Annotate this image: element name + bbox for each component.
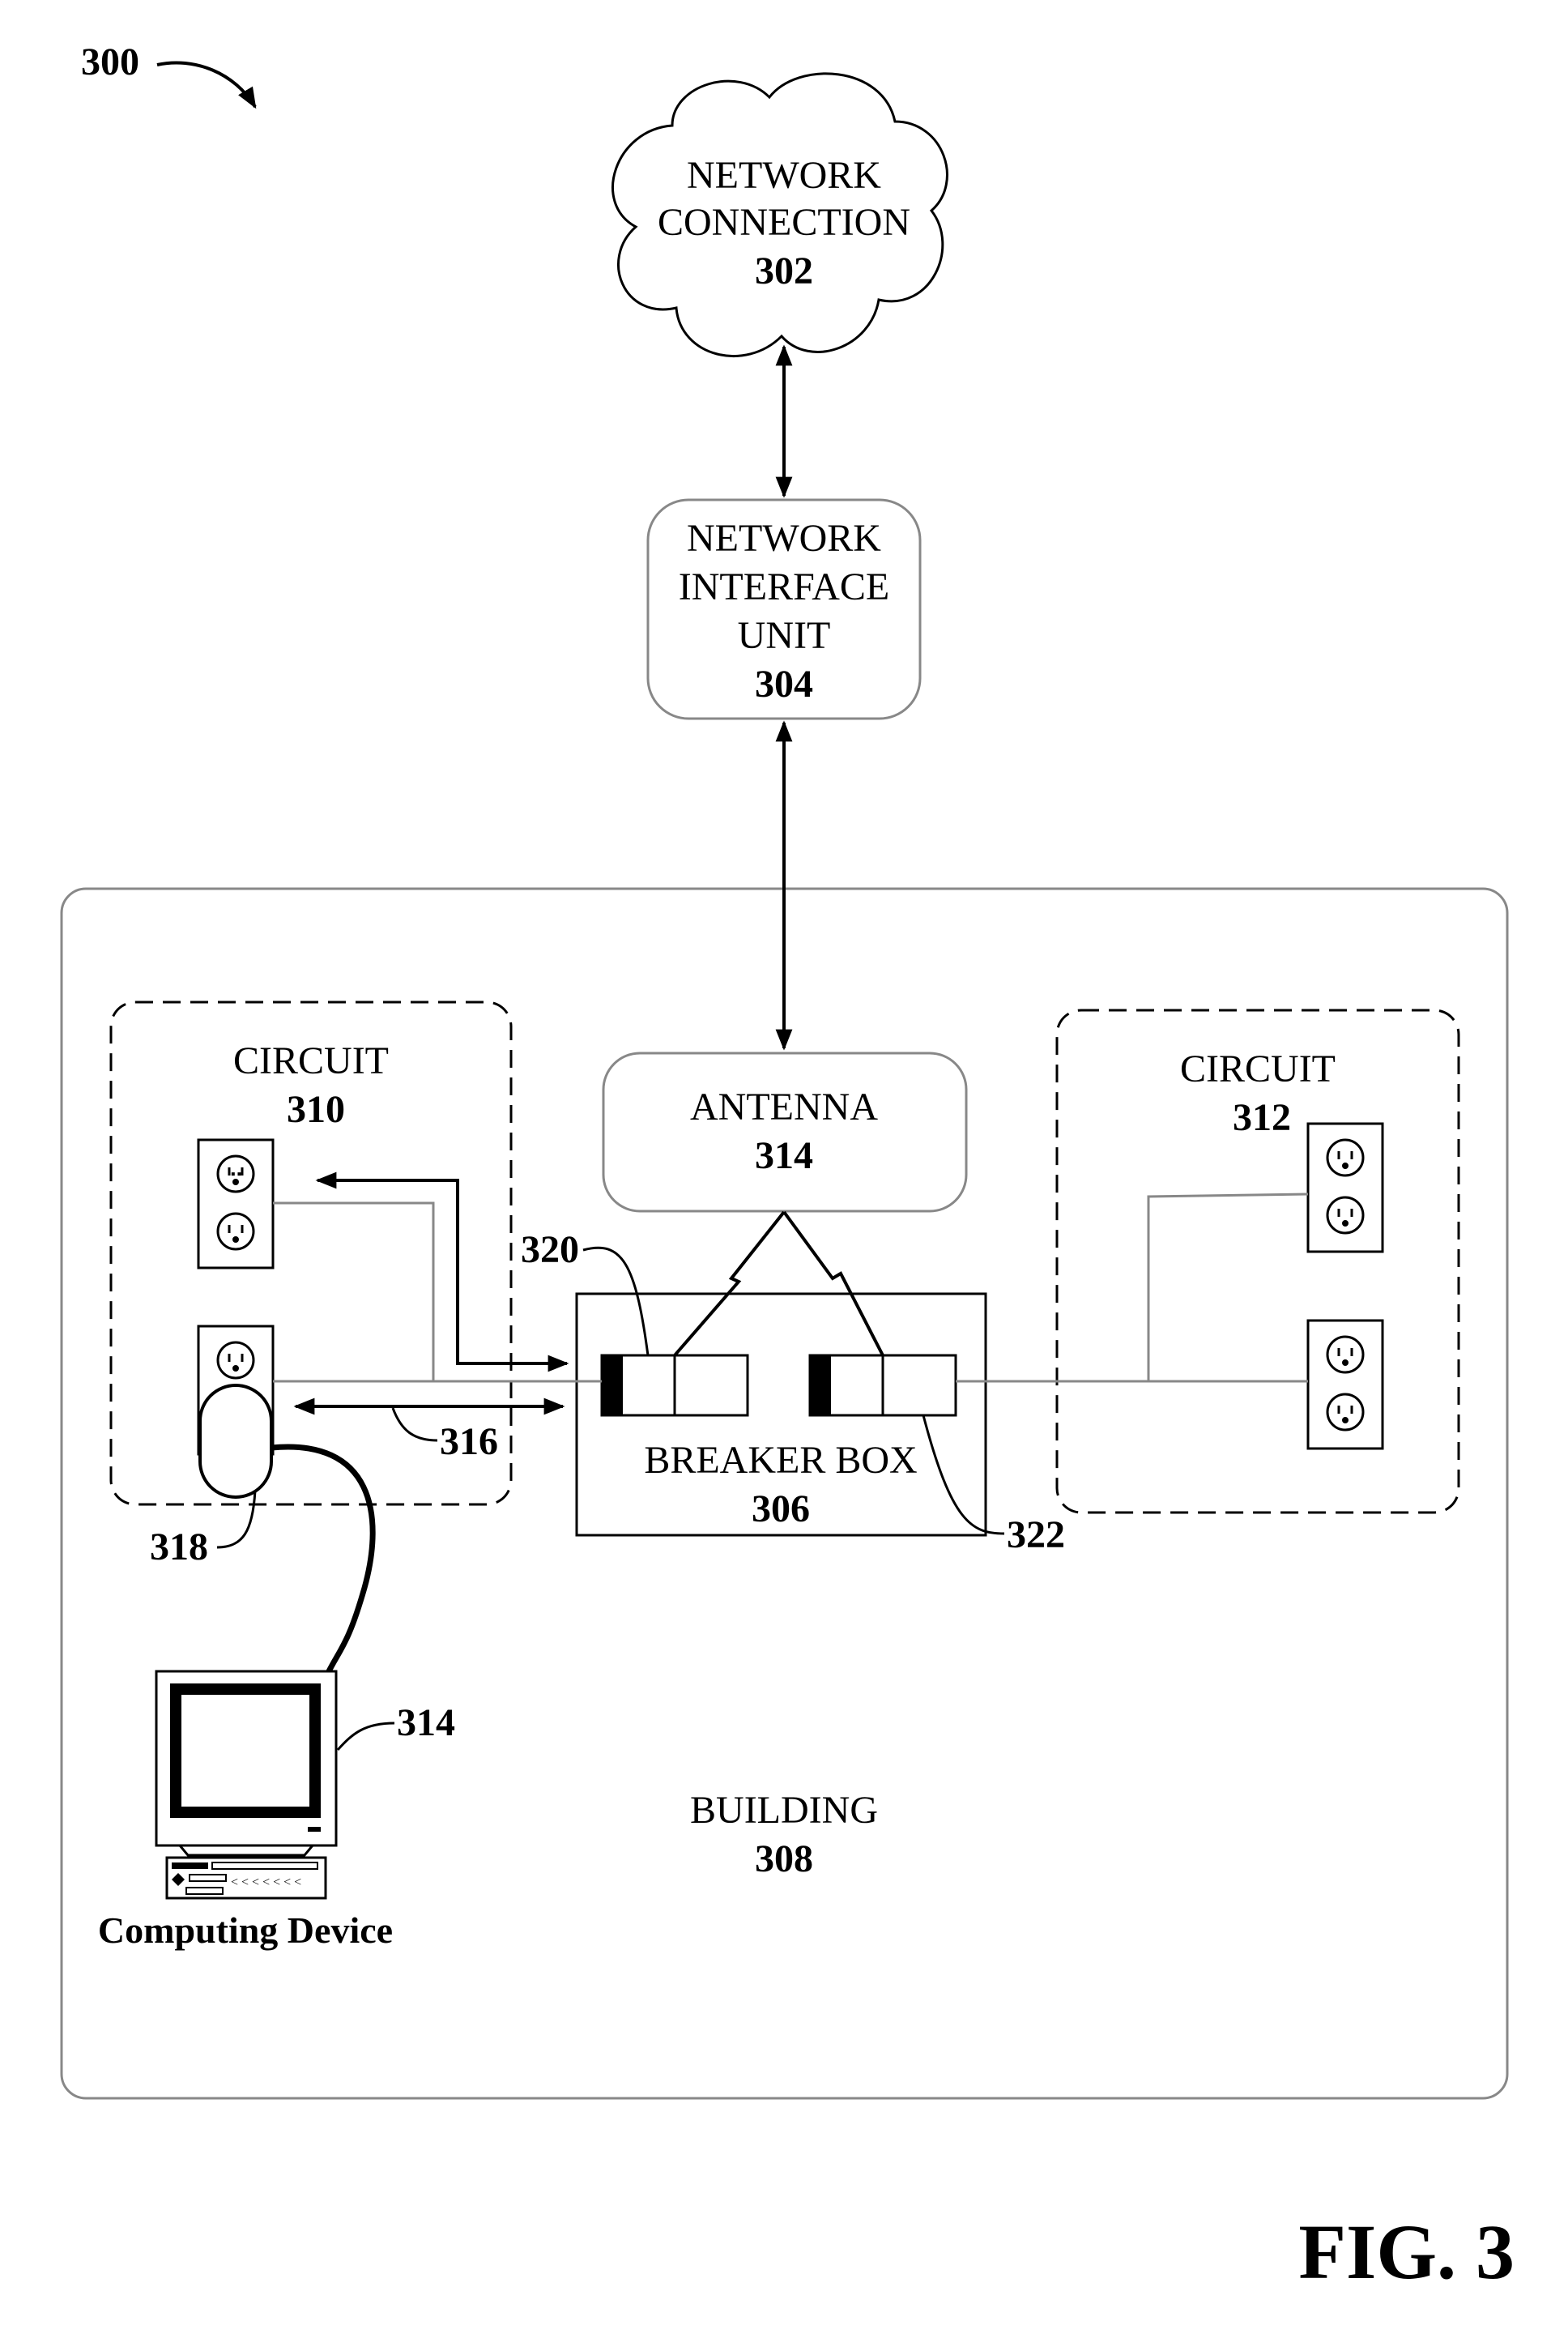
callout-316-leader <box>393 1408 437 1440</box>
device-cable <box>271 1447 373 1673</box>
breaker-320 <box>602 1355 748 1415</box>
breaker-322 <box>810 1355 956 1415</box>
network-connection-label-1: NETWORK <box>687 154 881 197</box>
outlet-right-upper <box>1308 1124 1383 1252</box>
antenna-label: ANTENNA <box>690 1086 878 1129</box>
network-connection-ref: 302 <box>755 250 813 292</box>
circuit-312-label: CIRCUIT <box>1180 1047 1336 1090</box>
niu-label-1: NETWORK <box>687 517 881 560</box>
figure-ref-300: 300 <box>81 41 139 83</box>
antenna-ref: 314 <box>755 1134 813 1177</box>
svg-text:< < < < < < <: < < < < < < < <box>231 1875 301 1889</box>
callout-314-leader <box>338 1723 394 1750</box>
niu-ref: 304 <box>755 663 813 706</box>
outlet-right-lower <box>1308 1321 1383 1449</box>
network-connection-label-2: CONNECTION <box>658 201 910 244</box>
building-ref: 308 <box>755 1837 813 1880</box>
network-interface-unit-box: NETWORK INTERFACE UNIT 304 <box>648 500 920 719</box>
computer-icon: < < < < < < < <box>156 1671 336 1898</box>
breaker-box-ref: 306 <box>752 1487 810 1530</box>
figure-ref-arrow <box>157 62 255 107</box>
callout-318: 318 <box>150 1525 208 1568</box>
breaker-box-label: BREAKER BOX <box>644 1439 917 1482</box>
callout-322: 322 <box>1007 1513 1065 1556</box>
figure-caption: FIG. 3 <box>1298 2208 1515 2295</box>
computing-device-label: Computing Device <box>98 1909 393 1951</box>
circuit-310-ref: 310 <box>287 1088 345 1131</box>
callout-316: 316 <box>440 1420 498 1463</box>
callout-318-leader <box>217 1491 255 1547</box>
callout-314-computer: 314 <box>397 1701 455 1744</box>
callout-320: 320 <box>521 1228 579 1271</box>
signal-arrow-upper-outlet <box>317 1180 567 1363</box>
building-label: BUILDING <box>690 1789 878 1832</box>
niu-label-3: UNIT <box>738 614 831 657</box>
niu-label-2: INTERFACE <box>679 565 889 608</box>
network-connection-cloud: NETWORK CONNECTION 302 <box>613 74 948 356</box>
outlet-left-upper: ᐧᐧ <box>198 1140 273 1268</box>
circuit-310-label: CIRCUIT <box>233 1039 389 1082</box>
circuit-312-ref: 312 <box>1233 1096 1291 1139</box>
antenna-box: ANTENNA 314 <box>603 1053 966 1211</box>
powerline-adapter <box>200 1385 271 1497</box>
